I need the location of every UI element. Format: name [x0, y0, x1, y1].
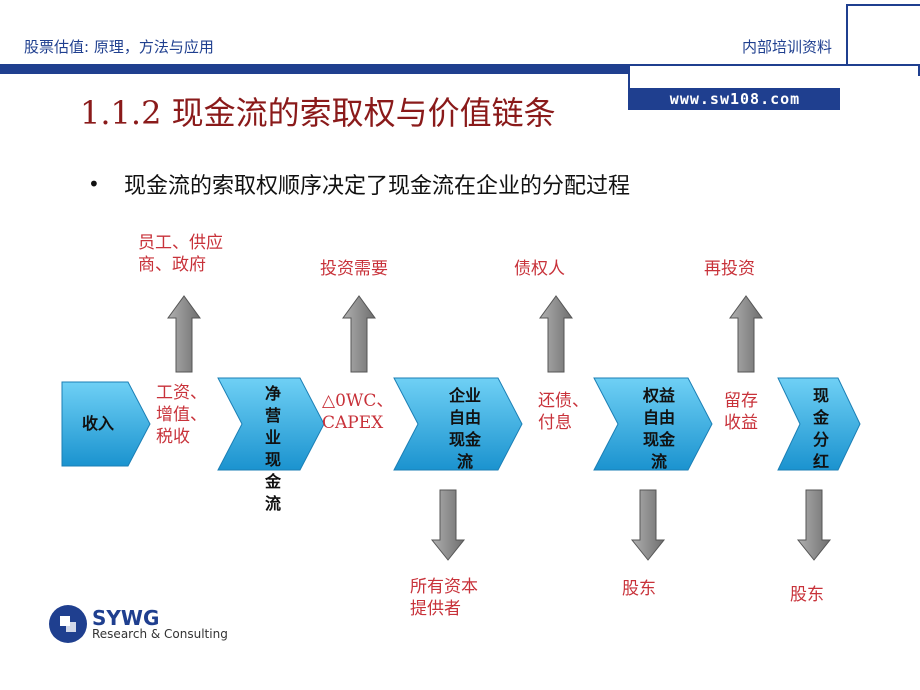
url-banner: www.sw108.com [630, 88, 840, 110]
down-label-3: 股东 [790, 585, 824, 605]
stage-operating-cash-flow [217, 377, 325, 471]
sywg-logo-icon [49, 605, 87, 643]
up-label-3: 债权人 [514, 259, 565, 279]
header-left-title: 股票估值: 原理，方法与应用 [24, 38, 214, 56]
between-label-1: 工资、 增值、 税收 [156, 383, 207, 447]
up-arrow-4 [729, 295, 763, 373]
stage-label-firm-free-cash-flow: 企业 自由 现金 流 [448, 386, 481, 471]
logo-name: SYWG [92, 606, 160, 630]
down-label-1: 所有资本 提供者 [410, 577, 478, 619]
bullet-dot: • [88, 172, 100, 196]
header-bracket-corner [846, 4, 920, 66]
header-bracket-top [628, 64, 920, 76]
header-bar [0, 64, 630, 74]
up-arrow-2 [342, 295, 376, 373]
stage-dividends [777, 377, 861, 471]
between-label-3: 还债、 付息 [538, 391, 589, 433]
up-arrow-1 [167, 295, 201, 373]
up-arrow-3 [539, 295, 573, 373]
between-label-2: △0WC、 CAPEX [322, 391, 394, 433]
stage-label-dividends: 现 金 分 红 [812, 386, 829, 471]
up-label-1: 员工、供应 商、政府 [138, 233, 223, 275]
stage-equity-free-cash-flow [593, 377, 713, 471]
down-arrow-3 [796, 489, 832, 561]
header-bracket-vert [628, 64, 630, 110]
logo-subtitle: Research & Consulting [92, 627, 228, 641]
down-label-2: 股东 [622, 579, 656, 599]
stage-firm-free-cash-flow [393, 377, 523, 471]
between-label-4: 留存 收益 [724, 391, 758, 433]
down-arrow-1 [430, 489, 466, 561]
down-arrow-2 [630, 489, 666, 561]
up-label-2: 投资需要 [320, 259, 388, 279]
stage-label-revenue: 收入 [81, 414, 114, 433]
up-label-4: 再投资 [704, 259, 755, 279]
stage-label-equity-free-cash-flow: 权益 自由 现金 流 [642, 386, 675, 471]
stage-revenue [61, 381, 151, 467]
bullet-text: 现金流的索取权顺序决定了现金流在企业的分配过程 [124, 174, 631, 199]
stage-label-operating-cash-flow: 净 营 业 现 金 流 [264, 384, 281, 513]
page-title: 1.1.2 现金流的索取权与价值链条 [80, 94, 556, 132]
header-right-label: 内部培训资料 [742, 38, 833, 56]
